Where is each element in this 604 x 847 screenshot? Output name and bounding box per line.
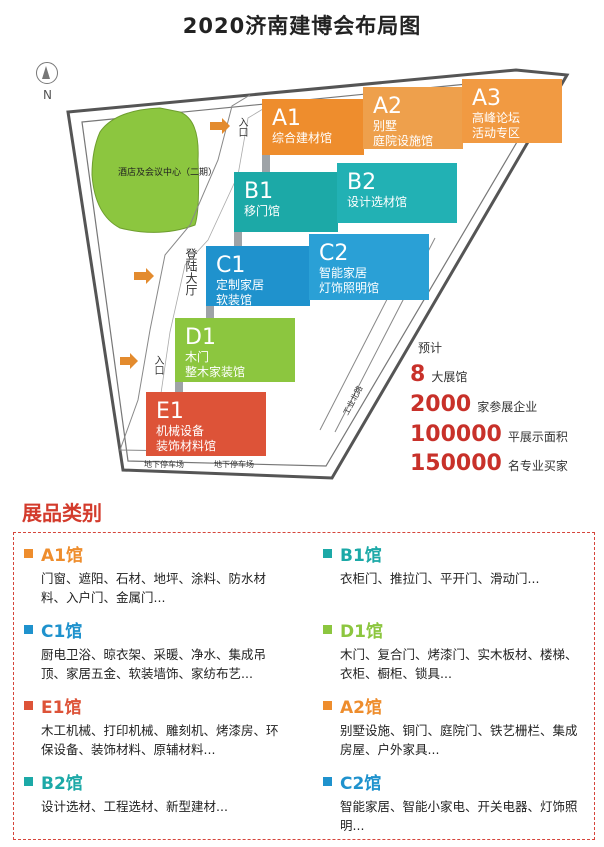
entrance-label-bottom: 入口 — [152, 355, 163, 375]
hall-a2-name: 别墅 — [373, 119, 398, 133]
hall-c2-name2: 灯饰照明馆 — [319, 281, 380, 295]
category-name: B1馆 — [340, 546, 382, 566]
category-items: 别墅设施、铜门、庭院门、铁艺栅栏、集成房屋、户外家具... — [340, 723, 578, 757]
category-items: 木工机械、打印机械、雕刻机、烤漆房、环保设备、装饰材料、原辅材料... — [41, 723, 279, 757]
category-name: C1馆 — [41, 622, 83, 642]
parking-label-a: 地下停车场 — [144, 460, 184, 469]
category-c1: C1馆 厨电卫浴、晾衣架、采暖、净水、集成吊顶、家居五金、软装墙饰、家纺布艺..… — [24, 617, 286, 683]
category-name: B2馆 — [41, 774, 83, 794]
category-e1: E1馆 木工机械、打印机械、雕刻机、烤漆房、环保设备、装饰材料、原辅材料... — [24, 693, 286, 759]
stat-area: 100000 平展示面积 — [410, 422, 568, 447]
hall-d1[interactable]: D1 木门 整木家装馆 — [175, 318, 295, 382]
category-items: 木门、复合门、烤漆门、实木板材、楼梯、衣柜、橱柜、锁具... — [340, 647, 578, 681]
entrance-arrow-icon — [120, 118, 230, 369]
hall-c1-name2: 软装馆 — [216, 293, 253, 307]
hall-b1-name: 移门馆 — [244, 204, 281, 218]
hall-c2-code: C2 — [319, 241, 349, 266]
category-name: D1馆 — [340, 622, 383, 642]
hall-c1-code: C1 — [216, 253, 246, 278]
page-title: 2020济南建博会布局图 — [182, 14, 422, 38]
hall-a3[interactable]: A3 高峰论坛 活动专区 — [462, 79, 562, 143]
hall-b2[interactable]: B2 设计选材馆 — [337, 163, 457, 223]
hall-b1-code: B1 — [244, 179, 274, 204]
stat-number: 100000 — [410, 422, 502, 447]
category-items: 智能家居、智能小家电、开关电器、灯饰照明... — [340, 799, 578, 833]
category-d1: D1馆 木门、复合门、烤漆门、实木板材、楼梯、衣柜、橱柜、锁具... — [323, 617, 585, 683]
hall-e1[interactable]: E1 机械设备 装饰材料馆 — [146, 392, 266, 456]
stats-label: 预计 — [418, 341, 443, 355]
category-c2: C2馆 智能家居、智能小家电、开关电器、灯饰照明... — [323, 769, 585, 835]
hall-a2[interactable]: A2 别墅 庭院设施馆 — [363, 87, 463, 149]
venue-map: N 酒店及会议中心（二期） 入口 入口 登陆大厅 地下停车场 地下停车场 工业北… — [36, 62, 570, 480]
hall-a3-name: 高峰论坛 — [472, 111, 521, 125]
category-items: 门窗、遮阳、石材、地坪、涂料、防水材料、入户门、金属门... — [41, 571, 267, 605]
hall-b2-name: 设计选材馆 — [347, 195, 408, 209]
hall-c1[interactable]: C1 定制家居 软装馆 — [206, 246, 310, 307]
category-a2: A2馆 别墅设施、铜门、庭院门、铁艺栅栏、集成房屋、户外家具... — [323, 693, 585, 759]
stat-halls: 8 大展馆 — [410, 362, 467, 387]
category-name: A1馆 — [41, 546, 83, 566]
stat-exhibitors: 2000 家参展企业 — [410, 392, 537, 417]
hall-c2[interactable]: C2 智能家居 灯饰照明馆 — [309, 234, 429, 300]
categories-box — [13, 532, 595, 840]
hall-a2-name2: 庭院设施馆 — [373, 134, 434, 148]
entrance-label-top: 入口 — [236, 117, 247, 137]
hall-a1-name: 综合建材馆 — [272, 131, 333, 145]
category-items: 厨电卫浴、晾衣架、采暖、净水、集成吊顶、家居五金、软装墙饰、家纺布艺... — [41, 647, 267, 681]
square-bullet-icon — [323, 625, 332, 634]
stat-number: 8 — [410, 362, 426, 387]
hall-a3-code: A3 — [472, 86, 502, 111]
square-bullet-icon — [323, 549, 332, 558]
hall-a3-name2: 活动专区 — [472, 126, 521, 140]
parking-label-b: 地下停车场 — [214, 460, 254, 469]
hotel-label: 酒店及会议中心（二期） — [118, 168, 218, 178]
categories-title: 展品类别 — [22, 501, 102, 525]
category-name: E1馆 — [41, 698, 82, 718]
square-bullet-icon — [323, 701, 332, 710]
category-items: 衣柜门、推拉门、平开门、滑动门... — [340, 571, 540, 586]
site-outline — [66, 68, 570, 480]
lobby-label: 登陆大厅 — [184, 248, 198, 296]
category-name: A2馆 — [340, 698, 382, 718]
stat-number: 150000 — [410, 451, 502, 476]
hall-d1-name2: 整木家装馆 — [185, 365, 246, 379]
square-bullet-icon — [24, 701, 33, 710]
square-bullet-icon — [24, 777, 33, 786]
hall-b2-code: B2 — [347, 170, 377, 195]
stat-desc: 平展示面积 — [507, 430, 568, 444]
category-a1: A1馆 门窗、遮阳、石材、地坪、涂料、防水材料、入户门、金属门... — [24, 541, 286, 607]
square-bullet-icon — [24, 549, 33, 558]
stat-desc: 大展馆 — [431, 370, 468, 384]
hall-a1-code: A1 — [272, 106, 302, 131]
hall-c2-name: 智能家居 — [319, 266, 368, 280]
north-arrow-icon — [36, 62, 58, 84]
category-items: 设计选材、工程选材、新型建材... — [41, 799, 228, 814]
square-bullet-icon — [323, 777, 332, 786]
hall-d1-code: D1 — [185, 325, 216, 350]
category-b1: B1馆 衣柜门、推拉门、平开门、滑动门... — [323, 541, 585, 588]
category-b2: B2馆 设计选材、工程选材、新型建材... — [24, 769, 286, 816]
hall-e1-name2: 装饰材料馆 — [156, 439, 217, 453]
hall-e1-code: E1 — [156, 399, 184, 424]
category-name: C2馆 — [340, 774, 382, 794]
stat-number: 2000 — [410, 392, 472, 417]
hall-e1-name: 机械设备 — [156, 424, 205, 438]
square-bullet-icon — [24, 625, 33, 634]
hall-c1-name: 定制家居 — [216, 278, 265, 292]
hall-d1-name: 木门 — [185, 350, 210, 364]
hall-a2-code: A2 — [373, 94, 403, 119]
hall-a1[interactable]: A1 综合建材馆 — [262, 99, 364, 155]
north-label: N — [43, 88, 52, 102]
hall-b1[interactable]: B1 移门馆 — [234, 172, 338, 232]
stat-buyers: 150000 名专业买家 — [410, 451, 568, 476]
stat-desc: 名专业买家 — [507, 459, 568, 473]
stat-desc: 家参展企业 — [477, 400, 538, 414]
